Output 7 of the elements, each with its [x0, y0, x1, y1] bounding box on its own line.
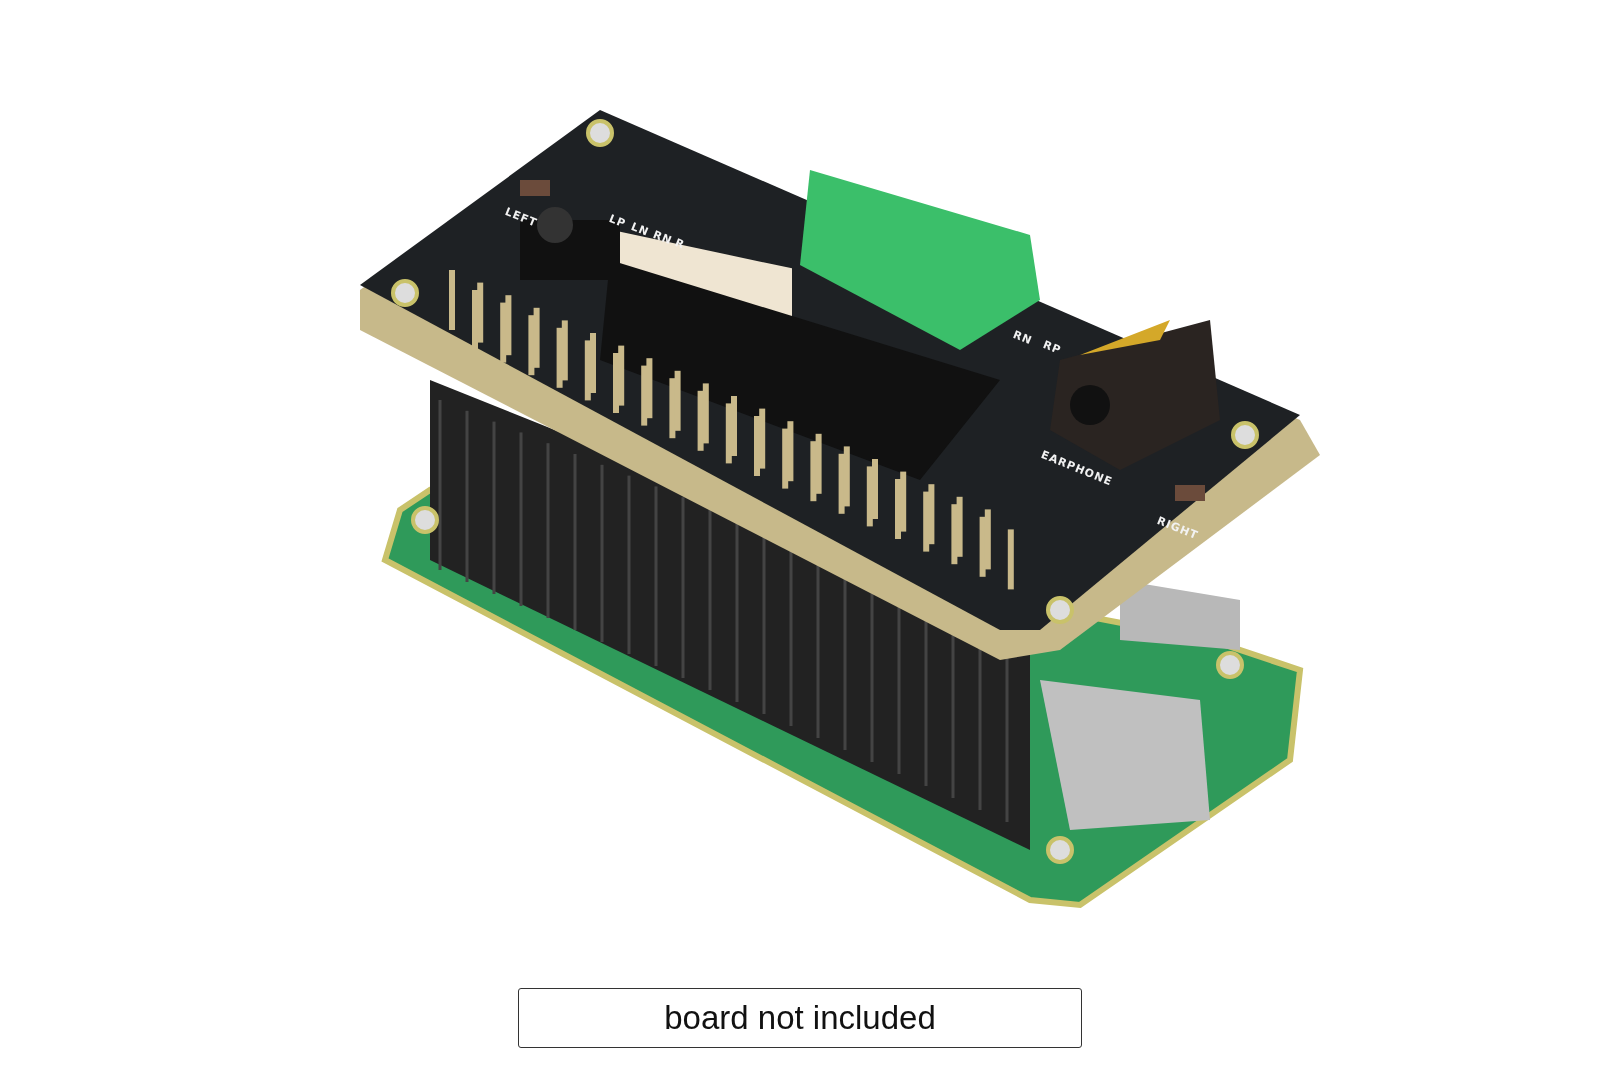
- silkscreen-label: RN: [1011, 328, 1035, 348]
- silkscreen-label: RP: [1041, 338, 1064, 357]
- silkscreen-label: LP: [607, 212, 628, 231]
- caption: board not included: [518, 988, 1082, 1048]
- silkscreen-label: RN: [651, 228, 675, 248]
- silkscreen-label: LN: [629, 220, 651, 239]
- silkscreen-label: R: [673, 236, 687, 252]
